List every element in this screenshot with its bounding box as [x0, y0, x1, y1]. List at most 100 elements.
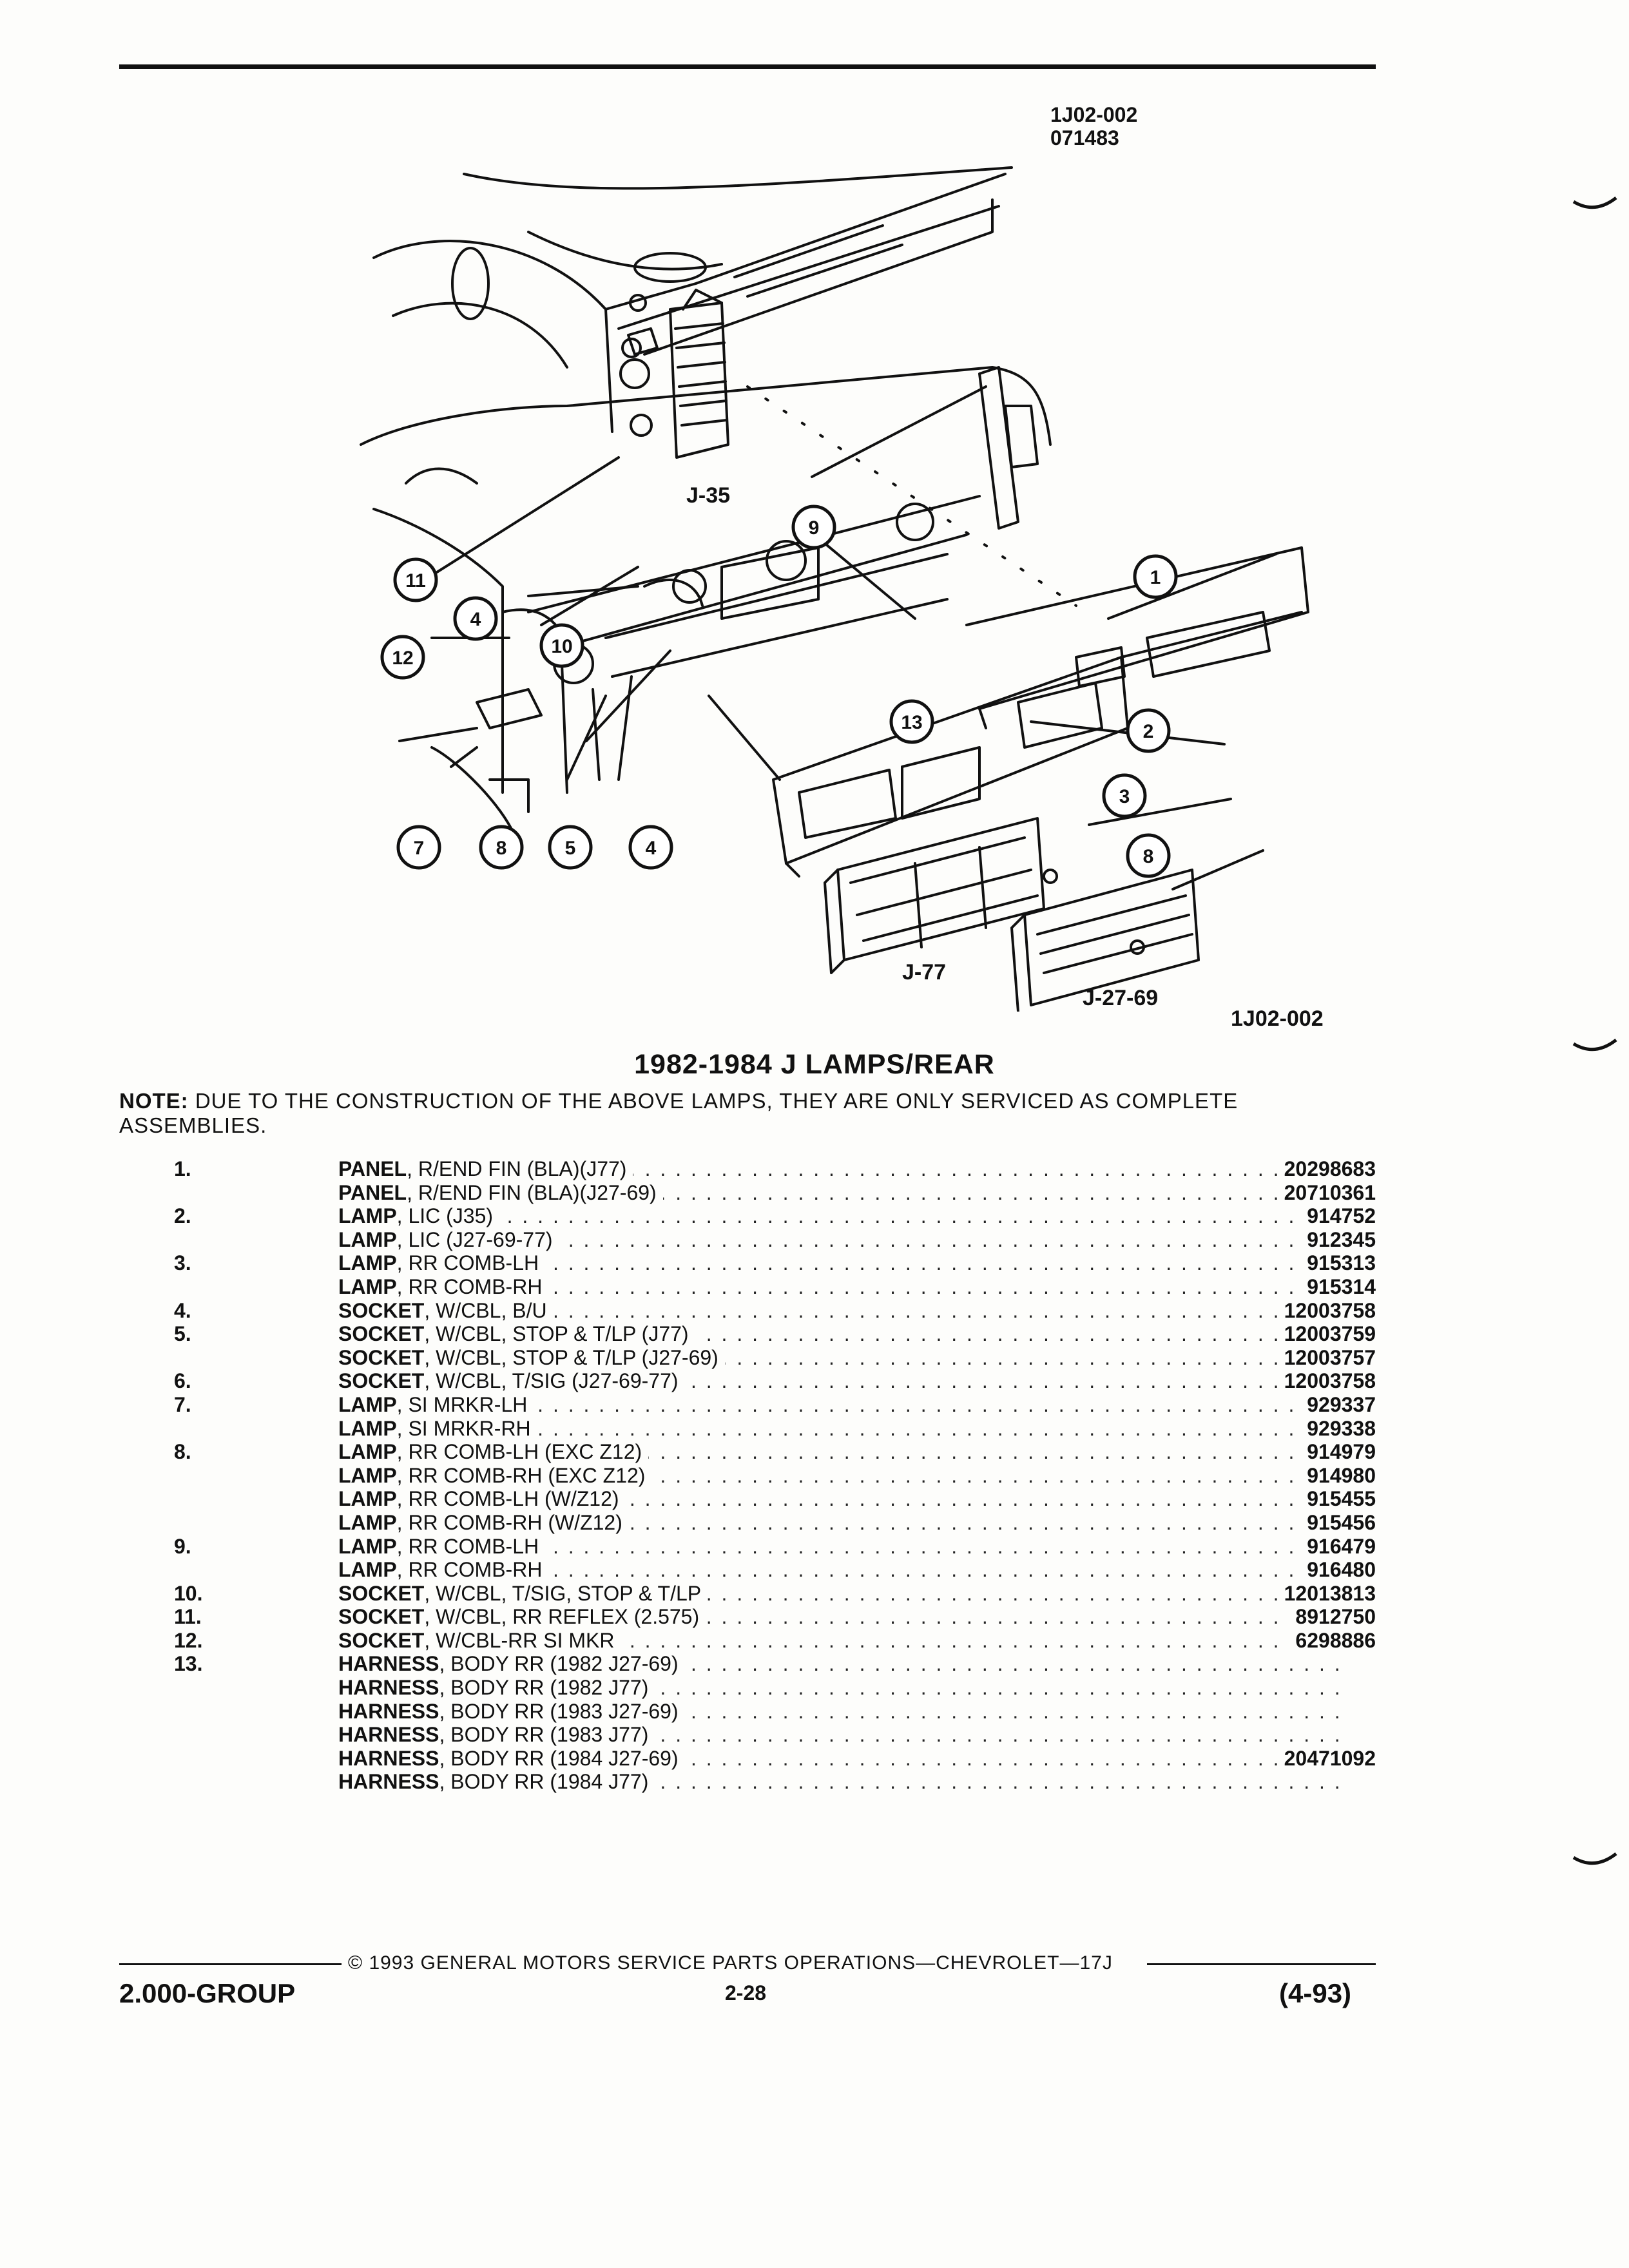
item-description: HARNESS, BODY RR (1984 J27-69)	[338, 1746, 1305, 1770]
table-row: 9.2.679. . . . . . . . . . . . . . . . .…	[119, 1534, 1376, 1559]
item-name: SOCKET	[338, 1345, 425, 1369]
item-name: LAMP	[338, 1274, 397, 1298]
item-description: SOCKET, W/CBL-RR SI MKR	[338, 1628, 1305, 1652]
leader-dots: . . . . . . . . . . . . . . . . . . . . …	[338, 1204, 1347, 1228]
part-number: 20471092	[1278, 1746, 1376, 1770]
item-description: SOCKET, W/CBL, T/SIG, STOP & T/LP	[338, 1581, 1305, 1605]
item-number: 9.	[174, 1534, 191, 1558]
table-row: N.S.. . . . . . . . . . . . . . . . . . …	[119, 1699, 1376, 1724]
part-number: 929338	[1302, 1416, 1376, 1440]
table-row: 13.N.S.. . . . . . . . . . . . . . . . .…	[119, 1652, 1376, 1676]
part-number: 8912750	[1290, 1605, 1376, 1629]
item-detail: , RR COMB-LH	[396, 1534, 539, 1558]
item-number: 13.	[174, 1652, 203, 1676]
item-name: HARNESS	[338, 1676, 439, 1700]
callout-4-lower: 4	[646, 838, 657, 859]
part-number: 915456	[1302, 1510, 1376, 1534]
item-detail: , W/CBL, T/SIG (J27-69-77)	[424, 1369, 679, 1393]
item-description: LAMP, RR COMB-LH (EXC Z12)	[338, 1440, 1305, 1464]
item-number: 8.	[174, 1440, 191, 1464]
table-row: 12.2.575. . . . . . . . . . . . . . . . …	[119, 1628, 1376, 1653]
item-description: SOCKET, W/CBL, STOP & T/LP (J77)	[338, 1322, 1305, 1346]
item-description: SOCKET, W/CBL, STOP & T/LP (J27-69)	[338, 1345, 1305, 1369]
item-number: 5.	[174, 1322, 191, 1346]
table-row: 1.12.966. . . . . . . . . . . . . . . . …	[119, 1157, 1376, 1181]
item-name: HARNESS	[338, 1746, 439, 1770]
item-name: LAMP	[338, 1204, 397, 1228]
exploded-parts-diagram: 11 4 10 9 13 1 2 3 8 12 7 8 5 4 6 J-35 J…	[360, 166, 1309, 1012]
part-number: 6298886	[1290, 1628, 1376, 1652]
item-detail: , W/CBL, B/U	[424, 1298, 547, 1322]
item-description: SOCKET, W/CBL, B/U	[338, 1298, 1305, 1322]
part-number: 916479	[1302, 1534, 1376, 1558]
item-detail: , RR COMB-LH (EXC Z12)	[396, 1440, 642, 1464]
table-row: 2.679. . . . . . . . . . . . . . . . . .…	[119, 1463, 1376, 1488]
part-number: 914979	[1302, 1440, 1376, 1464]
callout-12: 12	[392, 648, 413, 669]
item-name: SOCKET	[338, 1605, 425, 1629]
item-name: LAMP	[338, 1416, 397, 1440]
item-detail: , W/CBL, STOP & T/LP (J77)	[424, 1322, 689, 1346]
item-name: LAMP	[338, 1534, 397, 1558]
table-row: 3.2.679. . . . . . . . . . . . . . . . .…	[119, 1251, 1376, 1275]
callout-13: 13	[901, 712, 922, 733]
table-row: 7.2.575. . . . . . . . . . . . . . . . .…	[119, 1392, 1376, 1417]
item-name: SOCKET	[338, 1628, 425, 1652]
note-text: DUE TO THE CONSTRUCTION OF THE ABOVE LAM…	[119, 1089, 1239, 1137]
item-description: LAMP, LIC (J35)	[338, 1204, 1305, 1228]
item-name: HARNESS	[338, 1723, 439, 1747]
item-description: HARNESS, BODY RR (1984 J77)	[338, 1770, 1305, 1794]
item-detail: , W/CBL, T/SIG, STOP & T/LP	[424, 1581, 702, 1605]
item-description: HARNESS, BODY RR (1983 J27-69)	[338, 1699, 1305, 1723]
table-row: N.S.. . . . . . . . . . . . . . . . . . …	[119, 1723, 1376, 1747]
item-detail: , RR COMB-LH (W/Z12)	[396, 1487, 619, 1511]
table-row: 4.2.697. . . . . . . . . . . . . . . . .…	[119, 1298, 1376, 1323]
item-name: HARNESS	[338, 1770, 439, 1794]
item-name: PANEL	[338, 1180, 407, 1204]
diagram-code: 1J02-002	[1231, 1006, 1324, 1031]
item-number: 11.	[174, 1605, 202, 1629]
callout-1: 1	[1150, 567, 1161, 588]
item-description: LAMP, RR COMB-RH	[338, 1274, 1305, 1298]
item-detail: , RR COMB-RH	[396, 1274, 543, 1298]
item-description: LAMP, RR COMB-LH	[338, 1251, 1305, 1275]
callout-2: 2	[1143, 721, 1154, 742]
binder-mark	[1572, 1852, 1617, 1865]
item-description: HARNESS, BODY RR (1983 J77)	[338, 1723, 1305, 1747]
label-j77: J-77	[902, 960, 946, 985]
item-number: 6.	[174, 1369, 191, 1393]
item-description: HARNESS, BODY RR (1982 J27-69)	[338, 1652, 1305, 1676]
item-detail: , RR COMB-RH (EXC Z12)	[396, 1463, 646, 1487]
footer-page-number: 2-28	[725, 1981, 767, 2004]
item-name: LAMP	[338, 1251, 397, 1275]
item-detail: , BODY RR (1983 J27-69)	[439, 1699, 679, 1723]
footer-rule-left	[119, 1963, 342, 1965]
table-row: 2.575. . . . . . . . . . . . . . . . . .…	[119, 1416, 1376, 1441]
item-description: LAMP, RR COMB-RH	[338, 1558, 1305, 1582]
item-detail: , SI MRKR-LH	[396, 1392, 528, 1416]
item-name: LAMP	[338, 1487, 397, 1511]
table-row: N.S.. . . . . . . . . . . . . . . . . . …	[119, 1676, 1376, 1700]
item-description: PANEL, R/END FIN (BLA)(J27-69)	[338, 1180, 1305, 1204]
item-name: LAMP	[338, 1227, 397, 1251]
part-number: 914752	[1302, 1204, 1376, 1228]
reference-code: 1J02-002 071483	[1050, 103, 1137, 149]
page-title: 1982-1984 J LAMPS/REAR	[634, 1049, 995, 1080]
parts-list: 1.12.966. . . . . . . . . . . . . . . . …	[119, 1157, 1376, 1794]
top-rule	[119, 64, 1376, 69]
item-detail: , BODY RR (1982 J27-69)	[439, 1652, 679, 1676]
item-detail: , LIC (J35)	[396, 1204, 494, 1228]
item-detail: , RR COMB-RH (W/Z12)	[396, 1510, 622, 1534]
part-number: 12013813	[1278, 1581, 1376, 1605]
part-number: 914980	[1302, 1463, 1376, 1487]
binder-mark	[1572, 1039, 1617, 1052]
item-number: 2.	[174, 1204, 191, 1228]
table-row: 2.2.700. . . . . . . . . . . . . . . . .…	[119, 1204, 1376, 1228]
item-name: SOCKET	[338, 1581, 425, 1605]
item-name: LAMP	[338, 1558, 397, 1582]
item-description: SOCKET, W/CBL, T/SIG (J27-69-77)	[338, 1369, 1305, 1393]
item-detail: , W/CBL-RR SI MKR	[424, 1628, 615, 1652]
item-description: LAMP, RR COMB-LH (W/Z12)	[338, 1487, 1305, 1511]
footer-date: (4-93)	[1279, 1978, 1352, 2008]
callout-4-upper: 4	[470, 609, 481, 630]
